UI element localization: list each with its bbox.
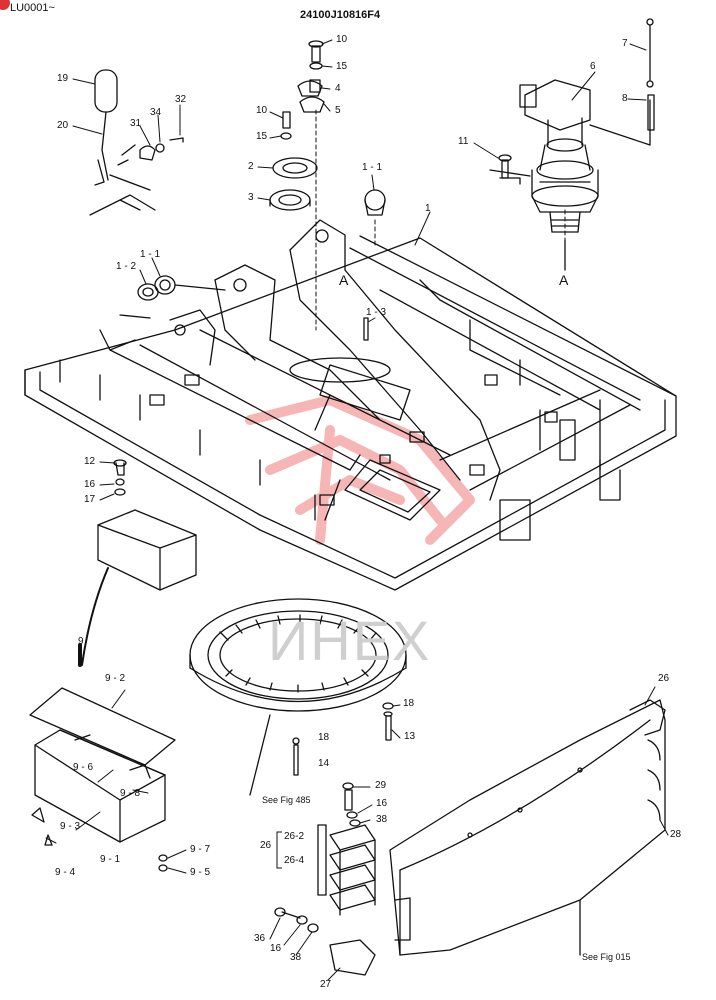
pin-bushings bbox=[137, 40, 386, 341]
watermark-logo bbox=[245, 395, 475, 545]
callout-15: 15 bbox=[256, 131, 268, 142]
callout-20: 20 bbox=[57, 120, 69, 131]
callout-16: 16 bbox=[376, 798, 388, 809]
callout-27: 27 bbox=[320, 979, 332, 990]
callout-6: 6 bbox=[590, 61, 596, 72]
callout-26-4: 26-4 bbox=[284, 855, 305, 866]
callout-16: 16 bbox=[84, 479, 96, 490]
callout-14: 14 bbox=[318, 758, 330, 769]
diagram-code: 24100J10816F4 bbox=[300, 9, 381, 21]
callout-9-6: 9 - 6 bbox=[73, 762, 94, 773]
callout-38: 38 bbox=[376, 814, 388, 825]
callout-18: 18 bbox=[403, 698, 415, 709]
callout-31: 31 bbox=[130, 118, 142, 129]
cross-reference[interactable]: See Fig 485 bbox=[262, 795, 311, 805]
callout-18: 18 bbox=[318, 732, 330, 743]
callout-16: 16 bbox=[270, 943, 282, 954]
swing-bearing bbox=[189, 598, 407, 796]
callout-leaders bbox=[45, 39, 669, 981]
section-marker-a: A bbox=[339, 272, 349, 288]
callout-1-1: 1 - 1 bbox=[362, 162, 383, 173]
status-dot bbox=[0, 0, 10, 10]
callout-9-5: 9 - 5 bbox=[190, 867, 211, 878]
callout-9-3: 9 - 3 bbox=[60, 821, 81, 832]
callout-12: 12 bbox=[84, 456, 96, 467]
cross-reference[interactable]: See Fig 015 bbox=[582, 952, 631, 962]
swing-motor-assembly bbox=[489, 18, 655, 271]
callout-1-2: 1 - 2 bbox=[116, 261, 137, 272]
callout-10: 10 bbox=[336, 34, 348, 45]
counterweight-assembly bbox=[274, 699, 666, 976]
assembly-leader-lines bbox=[315, 109, 566, 331]
callout-9-1: 9 - 1 bbox=[100, 854, 121, 865]
callout-26: 26 bbox=[260, 840, 272, 851]
callout-1-3: 1 - 3 bbox=[366, 307, 387, 318]
callout-8: 8 bbox=[622, 93, 628, 104]
callout-36: 36 bbox=[254, 933, 266, 944]
callout-9-4: 9 - 4 bbox=[55, 867, 76, 878]
callout-4: 4 bbox=[335, 83, 341, 94]
callout-28: 28 bbox=[670, 829, 682, 840]
callout-13: 13 bbox=[404, 731, 416, 742]
callout-15: 15 bbox=[336, 61, 348, 72]
watermark-text: ИНЕХ bbox=[268, 609, 432, 672]
callout-3: 3 bbox=[248, 192, 254, 203]
toolbox-assembly bbox=[29, 459, 197, 872]
callout-bracket bbox=[276, 831, 282, 869]
callout-2: 2 bbox=[248, 161, 254, 172]
lever-assembly bbox=[89, 69, 184, 216]
callout-26-2: 26-2 bbox=[284, 831, 305, 842]
serial-range: LU0001~ bbox=[10, 2, 55, 14]
callout-1: 1 bbox=[425, 203, 431, 214]
section-marker-a: A bbox=[559, 272, 569, 288]
callout-10: 10 bbox=[256, 105, 268, 116]
upper-frame bbox=[24, 219, 677, 591]
callout-29: 29 bbox=[375, 780, 387, 791]
callout-5: 5 bbox=[335, 105, 341, 116]
callout-9-2: 9 - 2 bbox=[105, 673, 126, 684]
callout-19: 19 bbox=[57, 73, 69, 84]
callout-1-1: 1 - 1 bbox=[140, 249, 161, 260]
callout-32: 32 bbox=[175, 94, 187, 105]
callout-34: 34 bbox=[150, 107, 162, 118]
callout-9: 9 bbox=[78, 636, 84, 647]
callout-11: 11 bbox=[458, 136, 469, 147]
callout-9-8: 9 - 8 bbox=[120, 788, 141, 799]
callout-17: 17 bbox=[84, 494, 96, 505]
callout-7: 7 bbox=[622, 38, 628, 49]
callout-9-7: 9 - 7 bbox=[190, 844, 211, 855]
callout-26: 26 bbox=[658, 673, 670, 684]
callout-38: 38 bbox=[290, 952, 302, 963]
